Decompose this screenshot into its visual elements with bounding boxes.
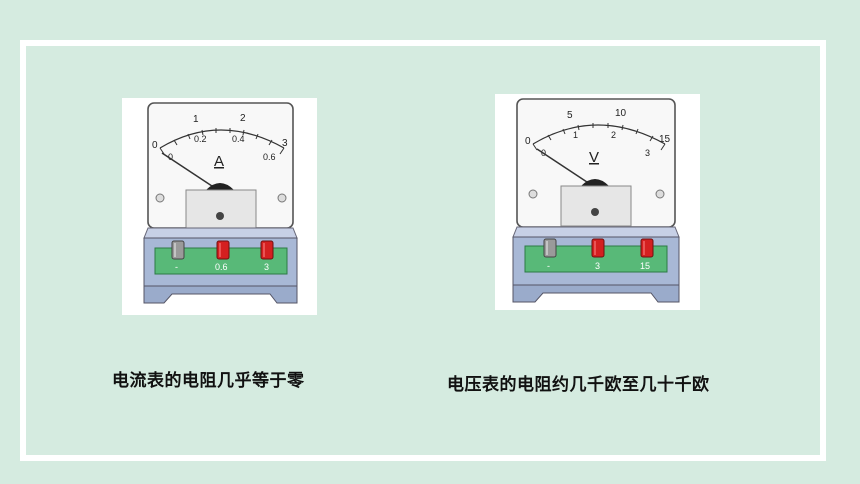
- ammeter-terminal-label: -: [175, 262, 178, 272]
- voltmeter-image: 0 5 10 15 0 1 2 3 V - 3 15: [495, 94, 700, 310]
- voltmeter-terminal-label: 3: [595, 261, 600, 271]
- ammeter-symbol: A: [214, 153, 224, 170]
- voltmeter-scale-upper-label: 10: [615, 108, 627, 119]
- ammeter-scale-upper-label: 3: [282, 138, 288, 149]
- voltmeter-scale-lower-label: 1: [573, 130, 578, 140]
- voltmeter-scale-upper-label: 0: [525, 136, 531, 147]
- voltmeter-terminal-negative: [543, 238, 557, 258]
- voltmeter-terminal-15: [640, 238, 654, 258]
- ammeter-terminal-negative: [171, 240, 185, 260]
- ammeter-scale-lower-label: 0.2: [194, 134, 207, 144]
- ammeter-scale-lower-label: 0: [168, 152, 173, 162]
- ammeter-scale-upper-label: 0: [152, 140, 158, 151]
- ammeter-scale-upper-label: 1: [193, 114, 199, 125]
- voltmeter-needle: [536, 148, 594, 187]
- voltmeter-terminal-label: -: [547, 261, 550, 271]
- ammeter-terminal-label: 3: [264, 262, 269, 272]
- ammeter-terminal-3: [260, 240, 274, 260]
- voltmeter-scale-upper-label: 15: [659, 134, 671, 145]
- ammeter-caption: 电流表的电阻几乎等于零: [112, 371, 305, 391]
- ammeter-image: 0 1 2 3 0 0.2 0.4 0.6 A: [122, 98, 317, 315]
- ammeter-scale-upper-label: 2: [240, 113, 246, 124]
- voltmeter-scale-lower-label: 2: [611, 130, 616, 140]
- content-frame: [20, 40, 826, 461]
- ammeter-scale-lower-label: 0.6: [263, 152, 276, 162]
- ammeter-needle: [161, 152, 219, 191]
- ammeter-terminal-0.6: [216, 240, 230, 260]
- voltmeter-symbol: V: [589, 149, 599, 166]
- voltmeter-caption: 电压表的电阻约几千欧至几十千欧: [447, 375, 710, 395]
- ammeter-scale-lower-label: 0.4: [232, 134, 245, 144]
- voltmeter-terminal-label: 15: [640, 261, 650, 271]
- ammeter-terminal-label: 0.6: [215, 262, 228, 272]
- voltmeter-scale-lower-label: 3: [645, 148, 650, 158]
- voltmeter-terminal-3: [591, 238, 605, 258]
- voltmeter-scale-upper-label: 5: [567, 110, 573, 121]
